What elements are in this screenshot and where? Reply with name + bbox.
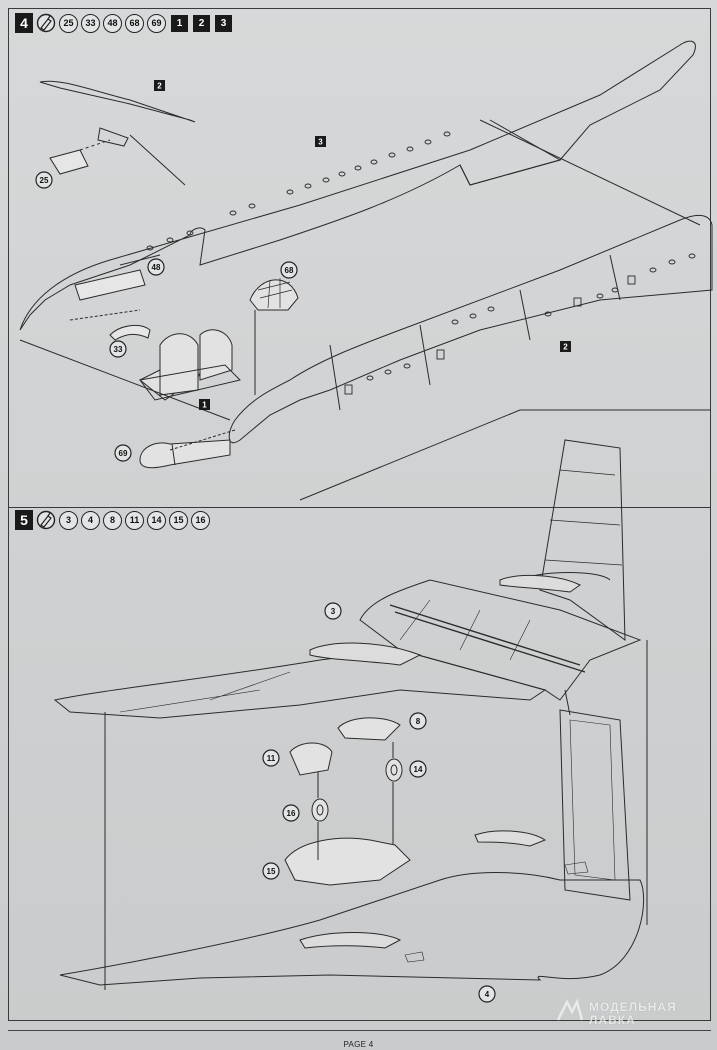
callout-8: 8: [416, 717, 421, 726]
page-number: PAGE 4: [343, 1040, 374, 1049]
part-ref: 11: [125, 510, 144, 530]
step-4-panel: 4 25 33 48 68 69 1 2 3: [8, 8, 711, 508]
part-ref: 25: [59, 13, 78, 33]
callout-4: 4: [485, 990, 490, 999]
callout-25: 25: [40, 176, 49, 185]
step-5-header: 5 3 4 8 11 14 15 16: [15, 510, 210, 530]
part-ref: 48: [103, 13, 122, 33]
part-ref: 4: [81, 510, 100, 530]
callout-68: 68: [285, 266, 294, 275]
glue-tube-icon: [36, 13, 56, 33]
watermark-text: МОДЕЛЬНАЯ ЛАВКА: [589, 999, 677, 1027]
callout-sub-3: 3: [318, 138, 323, 147]
callout-33: 33: [114, 345, 123, 354]
glue-tube-icon: [36, 510, 56, 530]
subassembly-ref: 2: [193, 14, 210, 32]
subassembly-ref: 1: [171, 14, 188, 32]
callout-16: 16: [287, 809, 296, 818]
watermark: МОДЕЛЬНАЯ ЛАВКА: [555, 998, 677, 1029]
step-4-header: 4 25 33 48 68 69 1 2 3: [15, 13, 232, 33]
subassembly-ref: 3: [215, 14, 232, 32]
callout-14: 14: [414, 765, 423, 774]
part-ref: 69: [147, 13, 166, 33]
callout-48: 48: [152, 263, 161, 272]
callout-3: 3: [331, 607, 336, 616]
step-number: 4: [15, 13, 33, 33]
callout-15: 15: [267, 867, 276, 876]
part-ref: 14: [147, 510, 166, 530]
part-ref: 16: [191, 510, 210, 530]
part-ref: 8: [103, 510, 122, 530]
callout-sub-2-top: 2: [157, 82, 162, 91]
step-5-panel: 5 3 4 8 11 14 15 16: [8, 506, 711, 1021]
callout-11: 11: [267, 754, 276, 763]
callout-sub-2-right: 2: [563, 343, 568, 352]
callout-69: 69: [119, 449, 128, 458]
step-number: 5: [15, 510, 33, 530]
ml-logo-icon: [555, 998, 585, 1029]
watermark-line1: МОДЕЛЬНАЯ: [589, 999, 677, 1014]
footer-divider: [8, 1030, 711, 1031]
part-ref: 68: [125, 13, 144, 33]
part-ref: 15: [169, 510, 188, 530]
part-ref: 3: [59, 510, 78, 530]
step-4-callouts: 25 48 33 68 69 2 3 2 1: [35, 80, 571, 462]
watermark-line2: ЛАВКА: [589, 1012, 636, 1027]
part-ref: 33: [81, 13, 100, 33]
callout-sub-1: 1: [202, 401, 207, 410]
step-5-callouts: 3 8 11 14 16 15 4: [262, 602, 496, 1003]
